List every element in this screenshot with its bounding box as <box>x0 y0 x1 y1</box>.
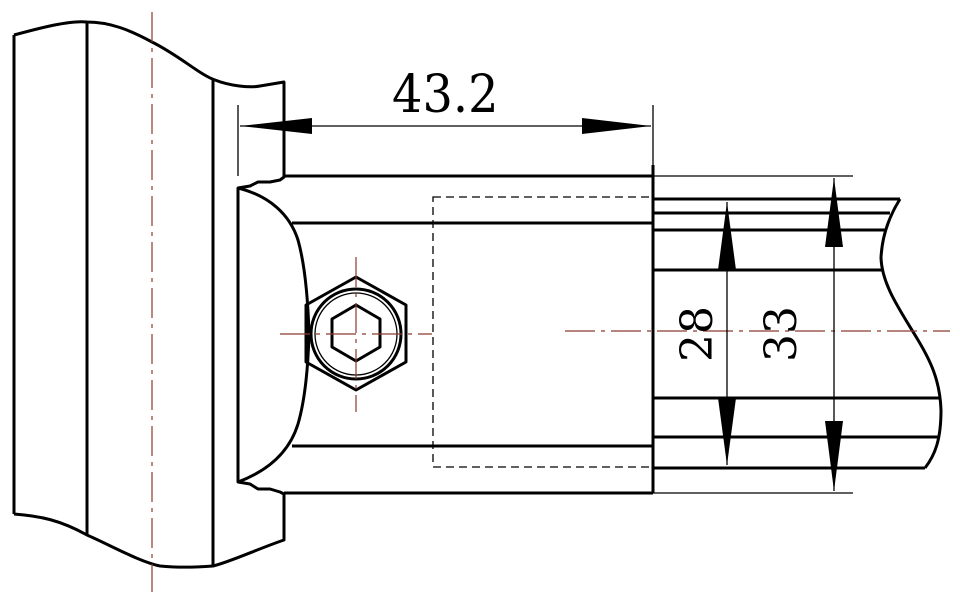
sleeve-body <box>284 165 655 495</box>
hidden-bore <box>432 196 654 468</box>
dimension-outer-diameter-label: 33 <box>756 306 807 362</box>
dimension-inner-diameter-label: 28 <box>672 306 723 362</box>
centerlines <box>151 12 950 592</box>
dimension-length-label: 43.2 <box>392 64 499 124</box>
shaft <box>653 175 943 494</box>
dimension-inner-diameter: 28 <box>672 202 736 465</box>
left-body <box>12 20 286 569</box>
dimension-outer-diameter: 33 <box>756 178 843 491</box>
dimension-length: 43.2 <box>237 64 654 176</box>
